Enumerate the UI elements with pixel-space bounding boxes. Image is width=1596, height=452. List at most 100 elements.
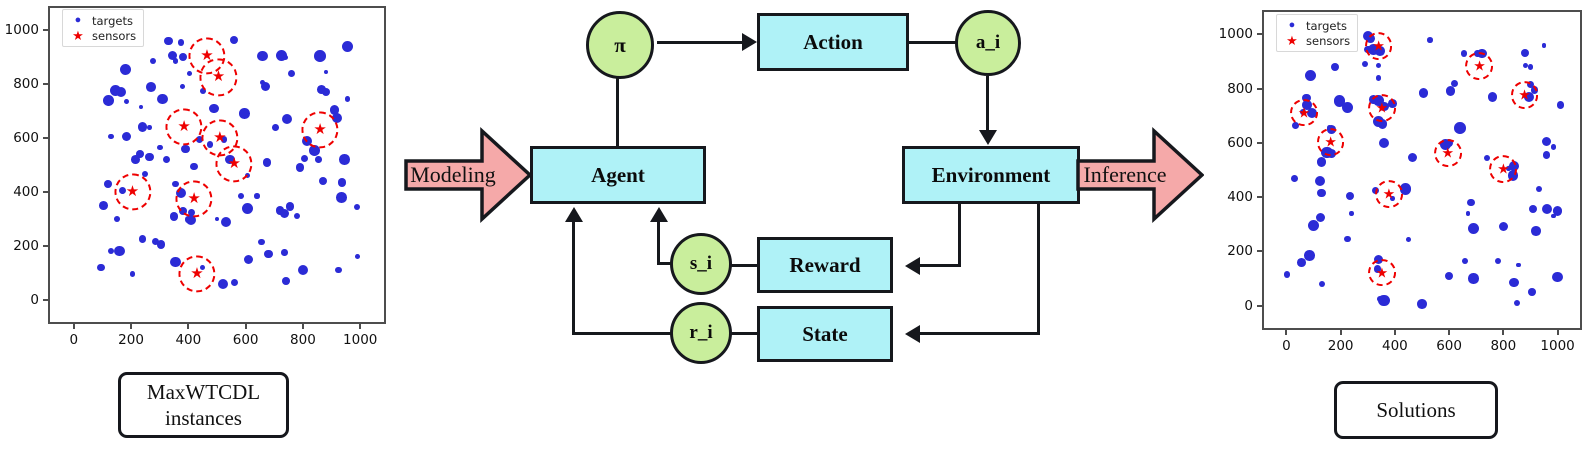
target-point	[1317, 188, 1326, 198]
node-action[interactable]: Action	[757, 13, 909, 71]
x-tick-mark	[301, 324, 304, 329]
modeling-arrow-label: Modeling	[410, 162, 496, 187]
y-tick-label: 400	[13, 183, 39, 200]
target-point	[138, 104, 144, 110]
target-point	[339, 154, 350, 165]
sensor-marker: ★	[190, 265, 204, 283]
target-point	[99, 201, 109, 210]
target-point	[1454, 122, 1466, 134]
target-point	[217, 278, 228, 289]
node-action-label: Action	[803, 29, 863, 54]
node-agent-label: Agent	[591, 162, 645, 187]
target-point	[1318, 280, 1325, 288]
sensor-coverage-circle	[1489, 155, 1518, 184]
target-point	[1467, 222, 1480, 234]
target-point	[157, 240, 166, 249]
circle-si[interactable]: s_i	[670, 233, 732, 295]
target-point	[1468, 273, 1479, 284]
sensor-marker: ★	[1372, 37, 1385, 54]
target-point	[281, 249, 288, 256]
node-reward[interactable]: Reward	[757, 237, 893, 293]
x-tick-label: 1000	[343, 332, 378, 348]
y-tick-label: 200	[13, 237, 39, 254]
target-point	[114, 246, 125, 257]
node-state-label: State	[802, 321, 848, 346]
x-tick-label: 800	[290, 332, 316, 348]
line-environment-to-reward-h	[920, 264, 961, 267]
circle-pi[interactable]: π	[586, 11, 654, 79]
legend-label-targets: targets	[92, 13, 133, 28]
sensor-marker: ★	[1441, 144, 1455, 161]
target-point	[1291, 174, 1298, 182]
target-point	[135, 150, 144, 159]
y-tick-label: 800	[1227, 80, 1253, 97]
target-point	[336, 192, 347, 203]
x-tick-mark	[1339, 330, 1342, 335]
target-point	[190, 162, 198, 170]
x-tick-label: 200	[118, 332, 144, 348]
x-tick-label: 600	[1436, 338, 1462, 354]
target-point	[1551, 213, 1556, 219]
target-point	[323, 69, 329, 75]
node-state[interactable]: State	[757, 306, 893, 362]
target-point	[124, 99, 130, 105]
target-point	[257, 50, 269, 62]
target-point	[1445, 86, 1456, 97]
line-state-to-ri	[729, 332, 760, 335]
modeling-arrow: Modeling	[404, 123, 533, 227]
target-point	[138, 235, 147, 243]
target-point	[1344, 235, 1351, 243]
node-agent[interactable]: Agent	[530, 146, 706, 204]
target-point	[1444, 271, 1454, 280]
target-point	[1527, 288, 1536, 296]
line-si-to-agent-v	[657, 222, 660, 264]
node-environment[interactable]: Environment	[902, 146, 1080, 204]
y-tick-mark	[1257, 250, 1262, 253]
legend-label-sensors: sensors	[1306, 33, 1351, 48]
sensor-marker: ★	[213, 129, 227, 147]
target-point	[177, 39, 185, 46]
sensor-coverage-circle	[1433, 139, 1462, 168]
sensor-star-icon: ★	[1286, 33, 1298, 48]
circle-ai[interactable]: a_i	[955, 10, 1021, 76]
target-point	[157, 93, 168, 105]
target-point	[145, 152, 154, 162]
sensor-coverage-circle	[1374, 179, 1403, 208]
target-point	[337, 178, 346, 187]
line-pi-to-agent	[616, 76, 619, 146]
y-tick-mark	[43, 190, 48, 193]
sensor-marker: ★	[1375, 264, 1389, 281]
target-point	[262, 157, 272, 167]
target-point	[1529, 205, 1538, 214]
target-point	[1308, 220, 1320, 232]
target-point	[317, 85, 326, 94]
line-ri-to-agent-v	[572, 222, 575, 335]
target-point	[294, 213, 301, 220]
arrowhead-ai-to-environment	[979, 130, 997, 145]
target-point	[1292, 121, 1300, 129]
circle-ri[interactable]: r_i	[670, 302, 732, 364]
y-tick-label: 400	[1227, 189, 1253, 206]
sensor-coverage-circle	[301, 111, 339, 149]
target-point	[1327, 125, 1333, 131]
target-point	[1378, 119, 1388, 129]
target-dot-icon: ●	[74, 14, 82, 26]
target-point	[275, 50, 287, 62]
sensor-coverage-circle	[1465, 52, 1494, 81]
inference-arrow-label: Inference	[1083, 162, 1167, 187]
target-point	[1552, 205, 1563, 216]
y-tick-label: 0	[30, 291, 39, 308]
target-point	[1418, 87, 1429, 98]
y-tick-mark	[1257, 87, 1262, 90]
x-tick-mark	[1448, 330, 1451, 335]
target-point	[1345, 191, 1355, 200]
target-point	[180, 84, 186, 90]
target-point	[1552, 271, 1563, 283]
target-point	[102, 94, 114, 106]
y-tick-mark	[1257, 141, 1262, 144]
circle-ri-label: r_i	[689, 322, 713, 343]
sensor-coverage-circle	[1290, 98, 1318, 127]
y-tick-mark	[43, 244, 48, 247]
